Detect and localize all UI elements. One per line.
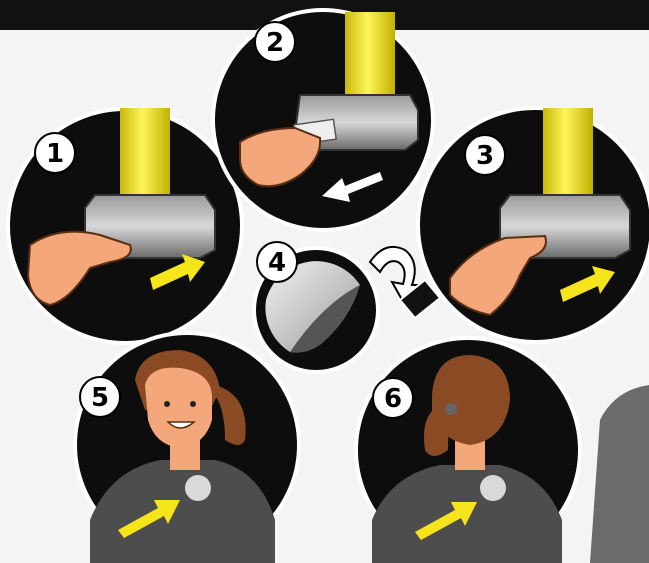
- step-2-number: 2: [266, 28, 284, 58]
- step-3-number: 3: [476, 141, 494, 171]
- step-5-patch: [185, 475, 211, 501]
- step-5-right-eye: [190, 401, 196, 407]
- step-6: 6: [356, 338, 580, 563]
- step-4-number: 4: [268, 248, 286, 278]
- step-5: 5: [75, 333, 299, 563]
- step-5-left-eye: [164, 401, 170, 407]
- step-6-hair-tie: [445, 403, 457, 415]
- step-3-dispenser-tube: [543, 108, 593, 208]
- step-3: 3: [418, 108, 649, 342]
- step-1-dispenser-tube: [120, 108, 170, 208]
- step-6-patch: [480, 475, 506, 501]
- step-1-number: 1: [46, 139, 64, 169]
- step-5-number: 5: [91, 383, 109, 413]
- step-6-number: 6: [384, 384, 402, 414]
- step-2: 2: [213, 10, 433, 230]
- step-1: 1: [8, 108, 242, 343]
